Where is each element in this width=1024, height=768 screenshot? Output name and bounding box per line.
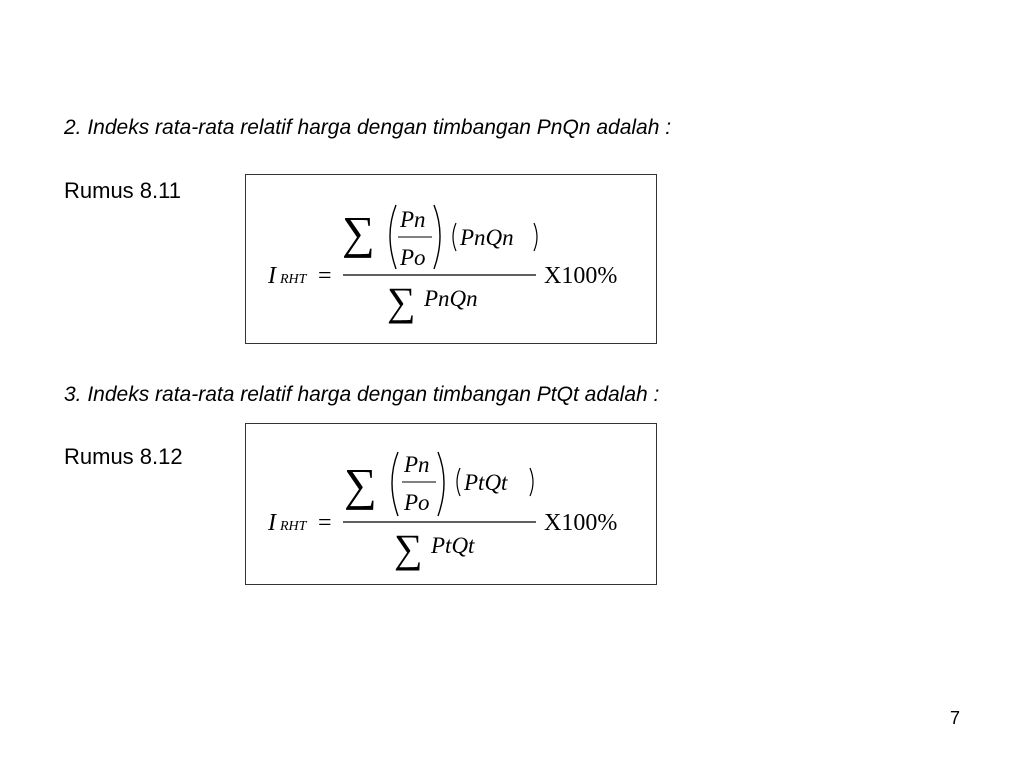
- index-symbol: I: [267, 263, 277, 289]
- formula-8-12: ∑ Pn Po PtQt I RHT = X100% ∑ PtQt: [267, 451, 617, 571]
- rumus-8-11-label: Rumus 8.11: [64, 178, 181, 203]
- denominator-summation-symbol: ∑: [387, 279, 416, 324]
- index-symbol: I: [267, 510, 277, 536]
- rumus-8-12-label: Rumus 8.12: [64, 444, 183, 469]
- formula-8-11: ∑ Pn Po PnQn I RHT = X100% ∑ PnQn: [267, 204, 617, 324]
- summation-symbol: ∑: [342, 207, 375, 258]
- index-subscript: RHT: [279, 519, 308, 534]
- left-paren: [391, 451, 399, 517]
- weight-right-paren: [533, 222, 538, 252]
- denominator-summation-symbol: ∑: [394, 526, 423, 571]
- right-paren: [433, 204, 441, 270]
- left-paren: [389, 204, 397, 270]
- weight-left-paren: [452, 222, 457, 252]
- multiplier: X100%: [544, 510, 617, 536]
- fraction-denominator: Po: [403, 490, 430, 515]
- weight-left-paren: [456, 467, 461, 497]
- heading-rumus-8-11: 2. Indeks rata-rata relatif harga dengan…: [64, 116, 672, 139]
- weight-right-paren: [529, 467, 534, 497]
- heading-rumus-8-12: 3. Indeks rata-rata relatif harga dengan…: [64, 383, 660, 406]
- multiplier: X100%: [544, 263, 617, 289]
- weight-term: PnQn: [459, 225, 514, 250]
- fraction-numerator: Pn: [403, 452, 430, 477]
- denominator-term: PnQn: [423, 286, 478, 311]
- fraction-numerator: Pn: [399, 207, 426, 232]
- formula-box-8-12: ∑ Pn Po PtQt I RHT = X100% ∑ PtQt: [245, 423, 657, 585]
- fraction-denominator: Po: [399, 245, 426, 270]
- summation-symbol: ∑: [344, 459, 377, 510]
- formula-box-8-11: ∑ Pn Po PnQn I RHT = X100% ∑ PnQn: [245, 174, 657, 344]
- equals-sign: =: [318, 263, 332, 289]
- page-number: 7: [949, 708, 960, 728]
- denominator-term: PtQt: [430, 533, 475, 558]
- index-subscript: RHT: [279, 272, 308, 287]
- equals-sign: =: [318, 510, 332, 536]
- right-paren: [437, 451, 445, 517]
- weight-term: PtQt: [463, 470, 508, 495]
